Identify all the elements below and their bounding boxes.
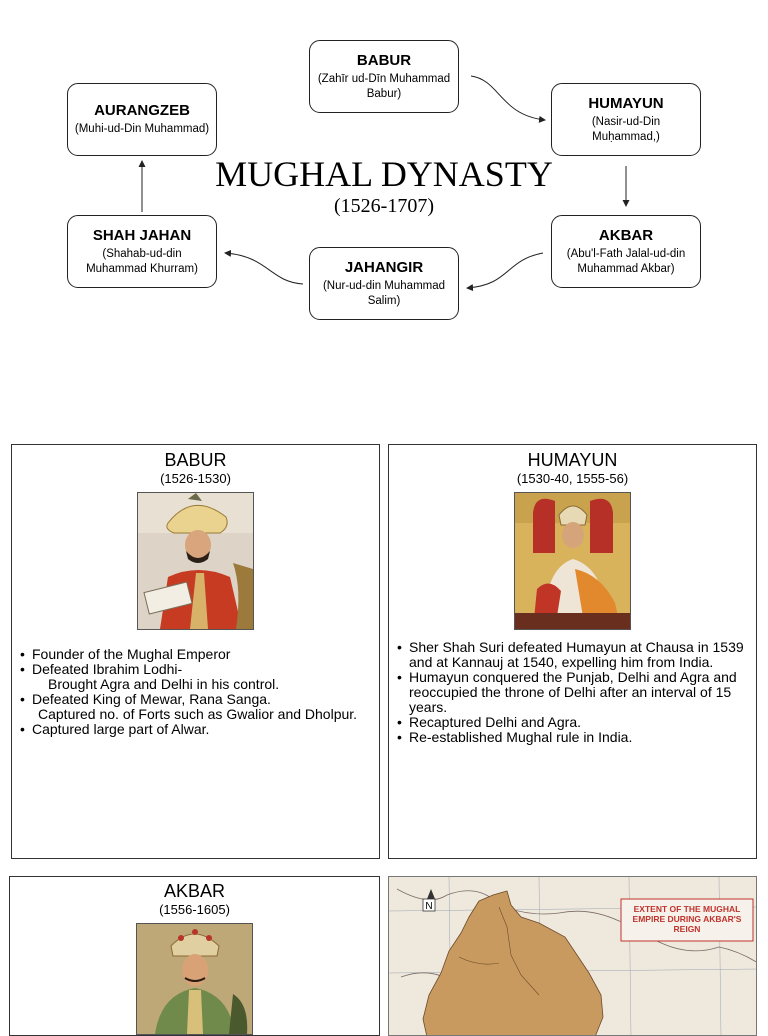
ruler-node-aurangzeb: AURANGZEB (Muhi-ud-Din Muhammad) — [67, 83, 217, 156]
dynasty-years: (1526-1707) — [334, 195, 434, 217]
ruler-name: AURANGZEB — [94, 102, 190, 119]
bullet-text: Defeated Ibrahim Lodhi- — [32, 661, 183, 677]
panel-years: (1556-1605) — [159, 902, 230, 917]
humayun-bullets: Sher Shah Suri defeated Humayun at Chaus… — [389, 640, 756, 746]
ruler-node-humayun: HUMAYUN (Nasir-ud-Din Muḥammad,) — [551, 83, 701, 156]
empire-territory — [422, 890, 604, 1035]
list-item: Founder of the Mughal Emperor — [16, 646, 375, 663]
ruler-full-name: (Abu'l-Fath Jalal-ud-din Muhammad Akbar) — [566, 247, 686, 275]
ruler-full-name: (Nasir-ud-Din Muḥammad,) — [591, 115, 661, 143]
bullet-text: Captured large part of Alwar. — [32, 721, 210, 737]
svg-text:N: N — [425, 901, 432, 912]
ruler-node-akbar: AKBAR (Abu'l-Fath Jalal-ud-din Muhammad … — [551, 215, 701, 288]
panel-humayun: HUMAYUN (1530-40, 1555-56) Sher Shah Sur… — [388, 444, 757, 859]
ruler-name: SHAH JAHAN — [92, 226, 192, 244]
babur-portrait — [137, 492, 254, 630]
bullet-text: Recaptured Delhi and Agra. — [409, 714, 581, 730]
ruler-node-shahjahan: SHAH JAHAN (Shahab-ud-din Muhammad Khurr… — [67, 215, 217, 288]
list-item: Defeated King of Mewar, Rana Sanga.Captu… — [16, 692, 375, 722]
list-item: Captured large part of Alwar. — [16, 721, 375, 738]
list-item: Sher Shah Suri defeated Humayun at Chaus… — [393, 640, 752, 670]
list-item: Re-established Mughal rule in India. — [393, 729, 752, 746]
ruler-name: AKBAR — [598, 226, 654, 244]
dynasty-title: MUGHAL DYNASTY — [215, 154, 553, 194]
arrow-akbar-to-jahangir — [466, 252, 544, 292]
bullet-text: Defeated King of Mewar, Rana Sanga. — [32, 691, 271, 707]
ruler-node-jahangir: JAHANGIR (Nur-ud-din Muhammad Salim) — [309, 247, 459, 320]
arrow-babur-to-humayun — [470, 75, 546, 123]
panel-title: HUMAYUN — [527, 450, 618, 470]
panel-title: BABUR — [164, 450, 227, 470]
mughal-empire-map: N EXTENT OF THE MUGHAL EMPIRE DURING AKB… — [389, 877, 756, 1035]
ruler-full-name: (Zahīr ud-Dīn Muhammad Babur) — [317, 72, 451, 100]
arrow-jahangir-to-shahjahan — [224, 249, 304, 285]
map-legend: EXTENT OF THE MUGHAL EMPIRE DURING AKBAR… — [632, 904, 742, 934]
list-item: Defeated Ibrahim Lodhi-Brought Agra and … — [16, 662, 375, 692]
ruler-node-babur: BABUR (Zahīr ud-Dīn Muhammad Babur) — [309, 40, 459, 113]
panel-map: N EXTENT OF THE MUGHAL EMPIRE DURING AKB… — [388, 876, 757, 1036]
ruler-full-name: (Nur-ud-din Muhammad Salim) — [322, 279, 446, 307]
list-item: Recaptured Delhi and Agra. — [393, 714, 752, 731]
panel-years: (1530-40, 1555-56) — [516, 471, 629, 486]
panel-akbar: AKBAR (1556-1605) — [9, 876, 380, 1036]
ruler-name: JAHANGIR — [344, 258, 424, 276]
bullet-text: Founder of the Mughal Emperor — [32, 646, 231, 662]
ruler-name: HUMAYUN — [588, 94, 664, 112]
bullet-text: Re-established Mughal rule in India. — [409, 729, 633, 745]
north-arrow-icon: N — [422, 889, 436, 912]
bullet-continuation: Captured no. of Forts such as Gwalior an… — [38, 706, 358, 722]
panel-title: AKBAR — [163, 881, 226, 901]
babur-bullets: Founder of the Mughal Emperor Defeated I… — [12, 646, 379, 738]
bullet-continuation: Brought Agra and Delhi in his control. — [48, 676, 280, 692]
panel-babur: BABUR (1526-1530) Founder of the Mughal … — [11, 444, 380, 859]
ruler-full-name: (Shahab-ud-din Muhammad Khurram) — [86, 247, 198, 275]
ruler-full-name: (Muhi-ud-Din Muhammad) — [74, 123, 210, 135]
humayun-portrait — [514, 492, 631, 630]
bullet-text: Sher Shah Suri defeated Humayun at Chaus… — [409, 639, 744, 670]
succession-arrows — [138, 75, 630, 292]
panel-years: (1526-1530) — [160, 471, 231, 486]
list-item: Humayun conquered the Punjab, Delhi and … — [393, 670, 752, 715]
ruler-name: BABUR — [356, 51, 412, 69]
bullet-text: Humayun conquered the Punjab, Delhi and … — [409, 669, 737, 715]
akbar-portrait — [136, 923, 253, 1035]
